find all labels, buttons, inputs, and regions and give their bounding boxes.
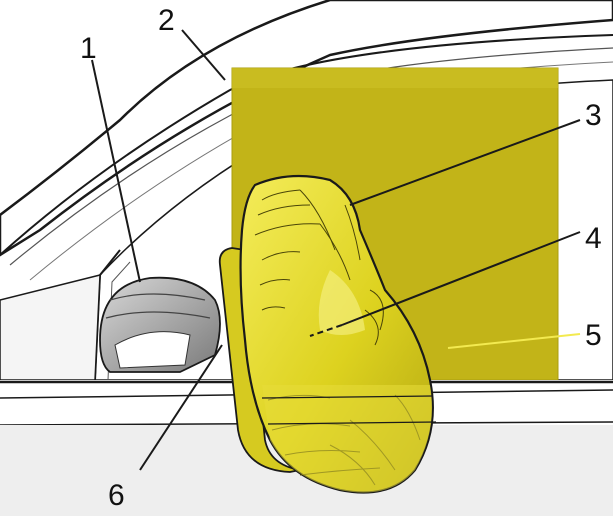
leader-2	[181, 29, 226, 81]
curtain-airbag-shade	[232, 68, 558, 88]
leader-5	[447, 333, 581, 349]
door-line-over-airbag	[261, 395, 433, 399]
seat-contour-2	[105, 311, 211, 319]
left-panel	[0, 274, 101, 381]
leader-6	[139, 344, 223, 471]
leader-3	[349, 119, 581, 206]
callout-1: 1	[80, 32, 97, 65]
seat-highlight	[114, 331, 191, 369]
leader-4-dash	[309, 324, 343, 337]
airbag-highlight	[318, 270, 365, 335]
leader-1	[91, 59, 141, 283]
callout-3: 3	[585, 99, 602, 132]
seat-contour	[109, 293, 206, 301]
airbag-lower-overlay	[262, 385, 433, 493]
door-line-over-airbag-2	[267, 421, 437, 425]
callout-5: 5	[585, 319, 602, 352]
leader-4	[341, 231, 581, 326]
roof-frame	[0, 0, 613, 257]
side-airbag-backplate	[218, 247, 301, 473]
callout-2: 2	[158, 4, 175, 37]
callout-6: 6	[108, 479, 125, 512]
callout-4: 4	[585, 222, 602, 255]
